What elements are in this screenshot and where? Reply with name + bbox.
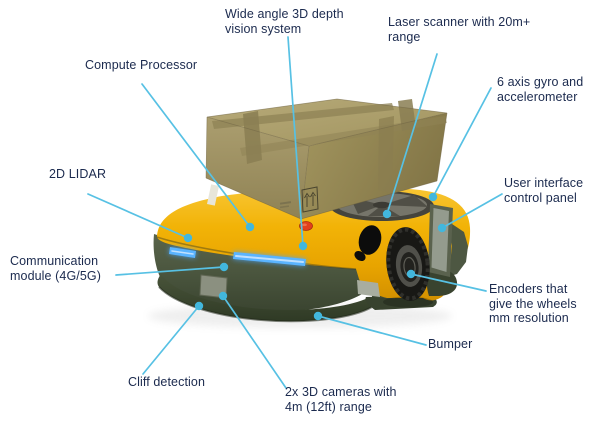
shipping-label <box>207 184 219 206</box>
callout-line-comm-module <box>115 266 225 276</box>
ui-panel <box>431 208 449 272</box>
label-communication-module: Communication module (4G/5G) <box>10 254 102 283</box>
led-strip <box>169 247 306 266</box>
callout-dots <box>183 192 447 321</box>
callout-line-laser-scanner <box>386 53 438 215</box>
callout-dot-comm-module <box>219 262 229 272</box>
callout-line-compute-processor <box>141 83 251 228</box>
label-cliff-detection: Cliff detection <box>128 375 206 389</box>
callout-dot-ui-panel <box>437 223 447 233</box>
callout-dot-compute-processor <box>245 222 255 232</box>
callout-dot-laser-scanner <box>382 209 392 219</box>
callout-dot-3d-cameras <box>218 291 228 301</box>
callout-line-3d-cameras <box>222 295 287 389</box>
label-gyro-accelerometer: 6 axis gyro and accelerometer <box>497 75 584 104</box>
label-wheel-encoders: Encoders that give the wheels mm resolut… <box>489 282 577 325</box>
callout-lines <box>87 36 503 389</box>
callout-line-ui-panel <box>441 193 503 229</box>
callout-line-encoders <box>410 273 487 292</box>
callout-dot-wide-angle-vision <box>298 241 308 251</box>
callout-line-cliff <box>142 305 200 375</box>
eye-vent <box>354 225 382 262</box>
drive-wheel <box>383 227 433 308</box>
callout-line-bumper <box>317 315 427 346</box>
callout-dot-encoders <box>406 269 416 279</box>
callout-dot-gyro <box>428 192 438 202</box>
cardboard-box <box>205 98 448 220</box>
callout-line-2d-lidar <box>87 193 189 239</box>
label-wide-angle-vision: Wide angle 3D depth vision system <box>225 7 344 36</box>
callout-dot-bumper <box>313 311 323 321</box>
label-compute-processor: Compute Processor <box>85 58 198 72</box>
callout-dot-cliff <box>194 301 204 311</box>
label-ui-control-panel: User interface control panel <box>504 176 584 205</box>
right-side-trim <box>447 224 468 277</box>
robot-right-end <box>354 204 468 296</box>
this-way-up-icon <box>301 186 319 213</box>
callout-dot-2d-lidar <box>183 233 193 243</box>
estop-button <box>299 221 313 231</box>
callout-line-gyro <box>432 87 492 198</box>
label-3d-cameras: 2x 3D cameras with 4m (12ft) range <box>285 385 397 414</box>
label-bumper: Bumper <box>428 337 473 351</box>
label-laser-scanner: Laser scanner with 20m+ range <box>388 15 531 44</box>
label-2d-lidar: 2D LIDAR <box>49 167 107 181</box>
reflector-patch <box>357 280 380 297</box>
callout-line-wide-angle-vision <box>287 36 304 247</box>
